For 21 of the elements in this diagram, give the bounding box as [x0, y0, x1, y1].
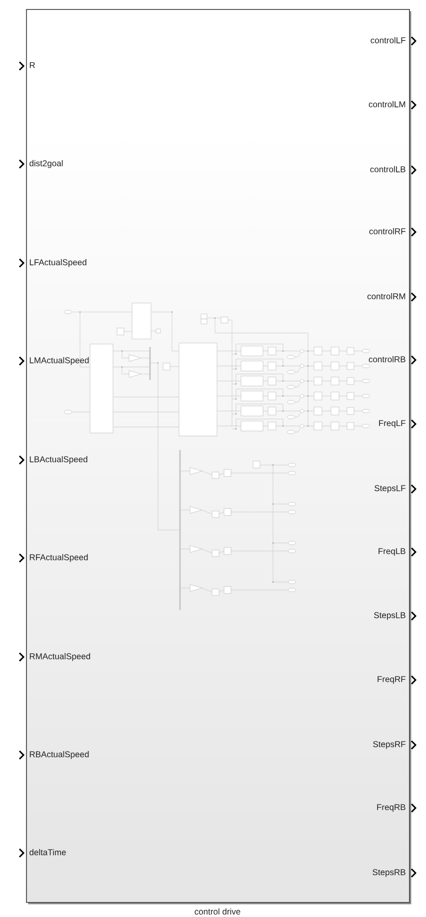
port-name: StepsRF	[373, 741, 406, 749]
port-name: RBActualSpeed	[30, 751, 89, 759]
port-name: R	[30, 62, 35, 68]
port-name: controlRB	[368, 356, 406, 362]
port-name: FreqRF	[378, 676, 406, 684]
port-name: controlLB	[370, 166, 406, 172]
port-name: controlLF	[370, 37, 406, 44]
port-name: controlRF	[369, 228, 406, 234]
port-name: FreqLF	[379, 420, 406, 428]
port-name: deltaTime	[30, 849, 66, 856]
port-name: LFActualSpeed	[30, 259, 86, 267]
port-name: FreqLB	[378, 548, 406, 556]
port-name: controlRM	[367, 293, 406, 300]
port-name: StepsRB	[372, 869, 406, 877]
port-name: FreqRB	[377, 804, 406, 812]
port-name: RMActualSpeed	[30, 653, 90, 661]
port-name: StepsLB	[374, 612, 406, 620]
port-name: controlLM	[368, 101, 406, 108]
block-name: control drive	[194, 908, 240, 915]
port-name: StepsLF	[374, 485, 406, 493]
port-name: dist2goal	[30, 160, 63, 168]
